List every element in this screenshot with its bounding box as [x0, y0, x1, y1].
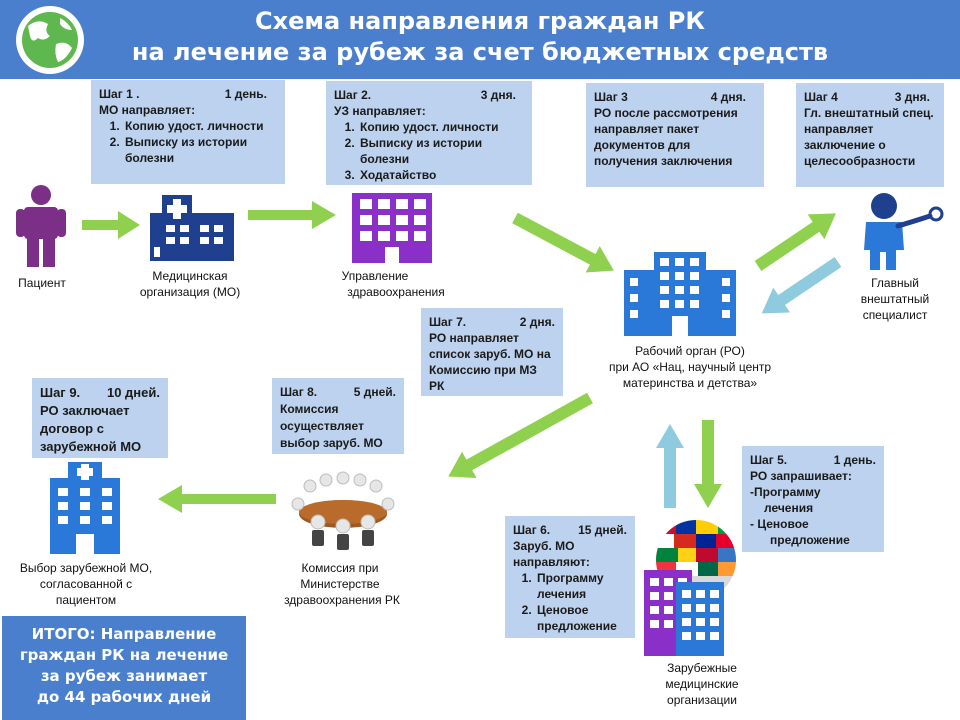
total-line: до 44 рабочих дней	[36, 688, 212, 706]
uz-label-1: Управление	[341, 269, 409, 283]
step-6-item: Программу лечения	[535, 570, 627, 602]
step-2-item: Выписку из истории болезни	[358, 135, 524, 167]
uz-label-2: здравоохранения	[347, 285, 445, 299]
step-6-title: Шаг 6.	[513, 523, 551, 537]
step-9-duration: 10 дней.	[106, 385, 160, 400]
step-5-title: Шаг 5.	[750, 453, 788, 467]
step-6-duration: 15 дней.	[578, 523, 627, 537]
patient-icon	[16, 185, 66, 267]
hospital-icon	[50, 462, 120, 554]
step-1-title: Шаг 1 .	[99, 87, 140, 101]
step-5-box: Шаг 5. 1 день. РО запрашивает: -Программу…	[742, 446, 884, 552]
patient-label: Пациент	[18, 276, 66, 290]
ro-label-3: материнства и детства»	[622, 376, 758, 390]
step-5-duration: 1 день.	[833, 453, 876, 467]
step-6-text: Заруб. МО направляют:	[513, 539, 590, 569]
step-1-duration: 1 день.	[224, 87, 267, 101]
choice-label-3: пациентом	[55, 593, 117, 607]
step-3-duration: 4 дня.	[710, 90, 746, 104]
step-5-line: - Ценовое	[750, 517, 809, 531]
arrow-specialist-to-ro	[761, 257, 842, 314]
title-line-1: Схема направления граждан РК	[255, 7, 705, 35]
step-1-item: Копию удост. личности	[123, 118, 277, 134]
doctor-icon	[864, 193, 944, 270]
step-1-item: Выписку из истории болезни	[123, 134, 277, 166]
step-1-box: Шаг 1 . 1 день. МО направляет: Копию удос…	[91, 80, 285, 184]
foreign-label-2: медицинские	[665, 677, 739, 691]
title-line-2: на лечение за рубеж за счет бюджетных ср…	[131, 38, 829, 66]
arrow-ro-to-specialist	[754, 213, 836, 271]
total-line: ИТОГО: Направление	[31, 625, 217, 643]
step-5-line: предложение	[770, 533, 850, 547]
commission-label-3: здравоохранения РК	[284, 593, 400, 607]
arrow-uz-to-ro	[512, 212, 614, 273]
step-8-title: Шаг 8.	[280, 385, 318, 399]
step-3-title: Шаг 3	[594, 90, 628, 104]
step-6-item: Ценовое предложение	[535, 602, 627, 634]
step-3-box: Шаг 3 4 дня. РО после рассмотрения направ…	[586, 83, 764, 187]
arrow-ro-to-commission	[448, 392, 593, 479]
foreign-label-1: Зарубежные	[667, 661, 737, 675]
step-8-duration: 5 дней.	[353, 385, 396, 399]
commission-label-2: Министерстве	[300, 577, 380, 591]
arrow-foreign-to-ro	[656, 424, 684, 508]
step-2-title: Шаг 2.	[334, 88, 372, 102]
step-9-title: Шаг 9.	[40, 385, 81, 400]
arrow-ro-to-foreign	[694, 420, 722, 508]
step-2-item: Ходатайство	[358, 167, 524, 183]
hospital-icon	[150, 195, 234, 261]
arrow-patient-to-mo	[82, 211, 140, 239]
building-icon	[352, 193, 432, 263]
mo-label-2: организация (МО)	[139, 285, 241, 299]
step-2-text: УЗ направляет:	[334, 104, 426, 118]
step-5-text: РО запрашивает:	[750, 469, 852, 483]
step-7-title: Шаг 7.	[429, 315, 467, 329]
total-summary-box: ИТОГО: Направление граждан РК на лечение…	[2, 616, 246, 720]
step-7-box: Шаг 7. 2 дня. РО направляет список заруб.…	[421, 308, 563, 396]
step-4-text: Гл. внештатный спец. направляет заключен…	[804, 106, 934, 168]
arrow-commission-to-choice	[158, 485, 276, 513]
step-6-box: Шаг 6. 15 дней. Заруб. МО направляют: Про…	[505, 516, 635, 638]
header-banner: Схема направления граждан РК на лечение …	[0, 0, 960, 79]
step-8-text: Комиссия осуществляет выбор заруб. МО	[280, 402, 383, 450]
step-2-box: Шаг 2. 3 дня. УЗ направляет: Копию удост.…	[326, 81, 532, 185]
step-9-box: Шаг 9. 10 дней. РО заключает договор с за…	[32, 378, 168, 458]
step-4-duration: 3 дня.	[894, 90, 930, 104]
total-line: граждан РК на лечение	[19, 646, 229, 664]
choice-label-1: Выбор зарубежной МО,	[19, 561, 153, 575]
ro-label-1: Рабочий орган (РО)	[635, 344, 745, 358]
specialist-label-1: Главный	[871, 276, 919, 290]
commission-label-1: Комиссия при	[301, 561, 379, 575]
total-line: за рубеж занимает	[40, 667, 208, 685]
step-7-text: РО направляет список заруб. МО на Комисс…	[429, 331, 551, 393]
step-2-duration: 3 дня.	[480, 88, 516, 102]
step-4-box: Шаг 4 3 дня. Гл. внештатный спец. направл…	[796, 83, 944, 187]
step-5-line: -Программу	[750, 485, 821, 499]
arrow-mo-to-uz	[248, 201, 336, 229]
meeting-table-icon	[291, 471, 395, 550]
flags-globe-icon	[644, 520, 736, 656]
step-3-text: РО после рассмотрения направляет пакет д…	[594, 106, 738, 168]
globe-icon	[16, 6, 84, 74]
step-2-item: Копию удост. личности	[358, 119, 524, 135]
choice-label-2: согласованной с	[39, 577, 133, 591]
ro-label-2: при АО «Нац, научный центр	[608, 360, 772, 374]
foreign-label-3: организации	[667, 693, 737, 707]
step-9-text: РО заключает договор с зарубежной МО	[40, 403, 142, 454]
specialist-label-2: внештатный	[860, 292, 930, 306]
step-1-text: МО направляет:	[99, 103, 196, 117]
step-4-title: Шаг 4	[804, 90, 838, 104]
office-building-icon	[624, 252, 736, 336]
step-8-box: Шаг 8. 5 дней. Комиссия осуществляет выбо…	[272, 378, 404, 454]
step-5-line: лечения	[764, 501, 814, 515]
step-7-duration: 2 дня.	[519, 315, 555, 329]
specialist-label-3: специалист	[862, 308, 928, 322]
mo-label-1: Медицинская	[152, 269, 228, 283]
